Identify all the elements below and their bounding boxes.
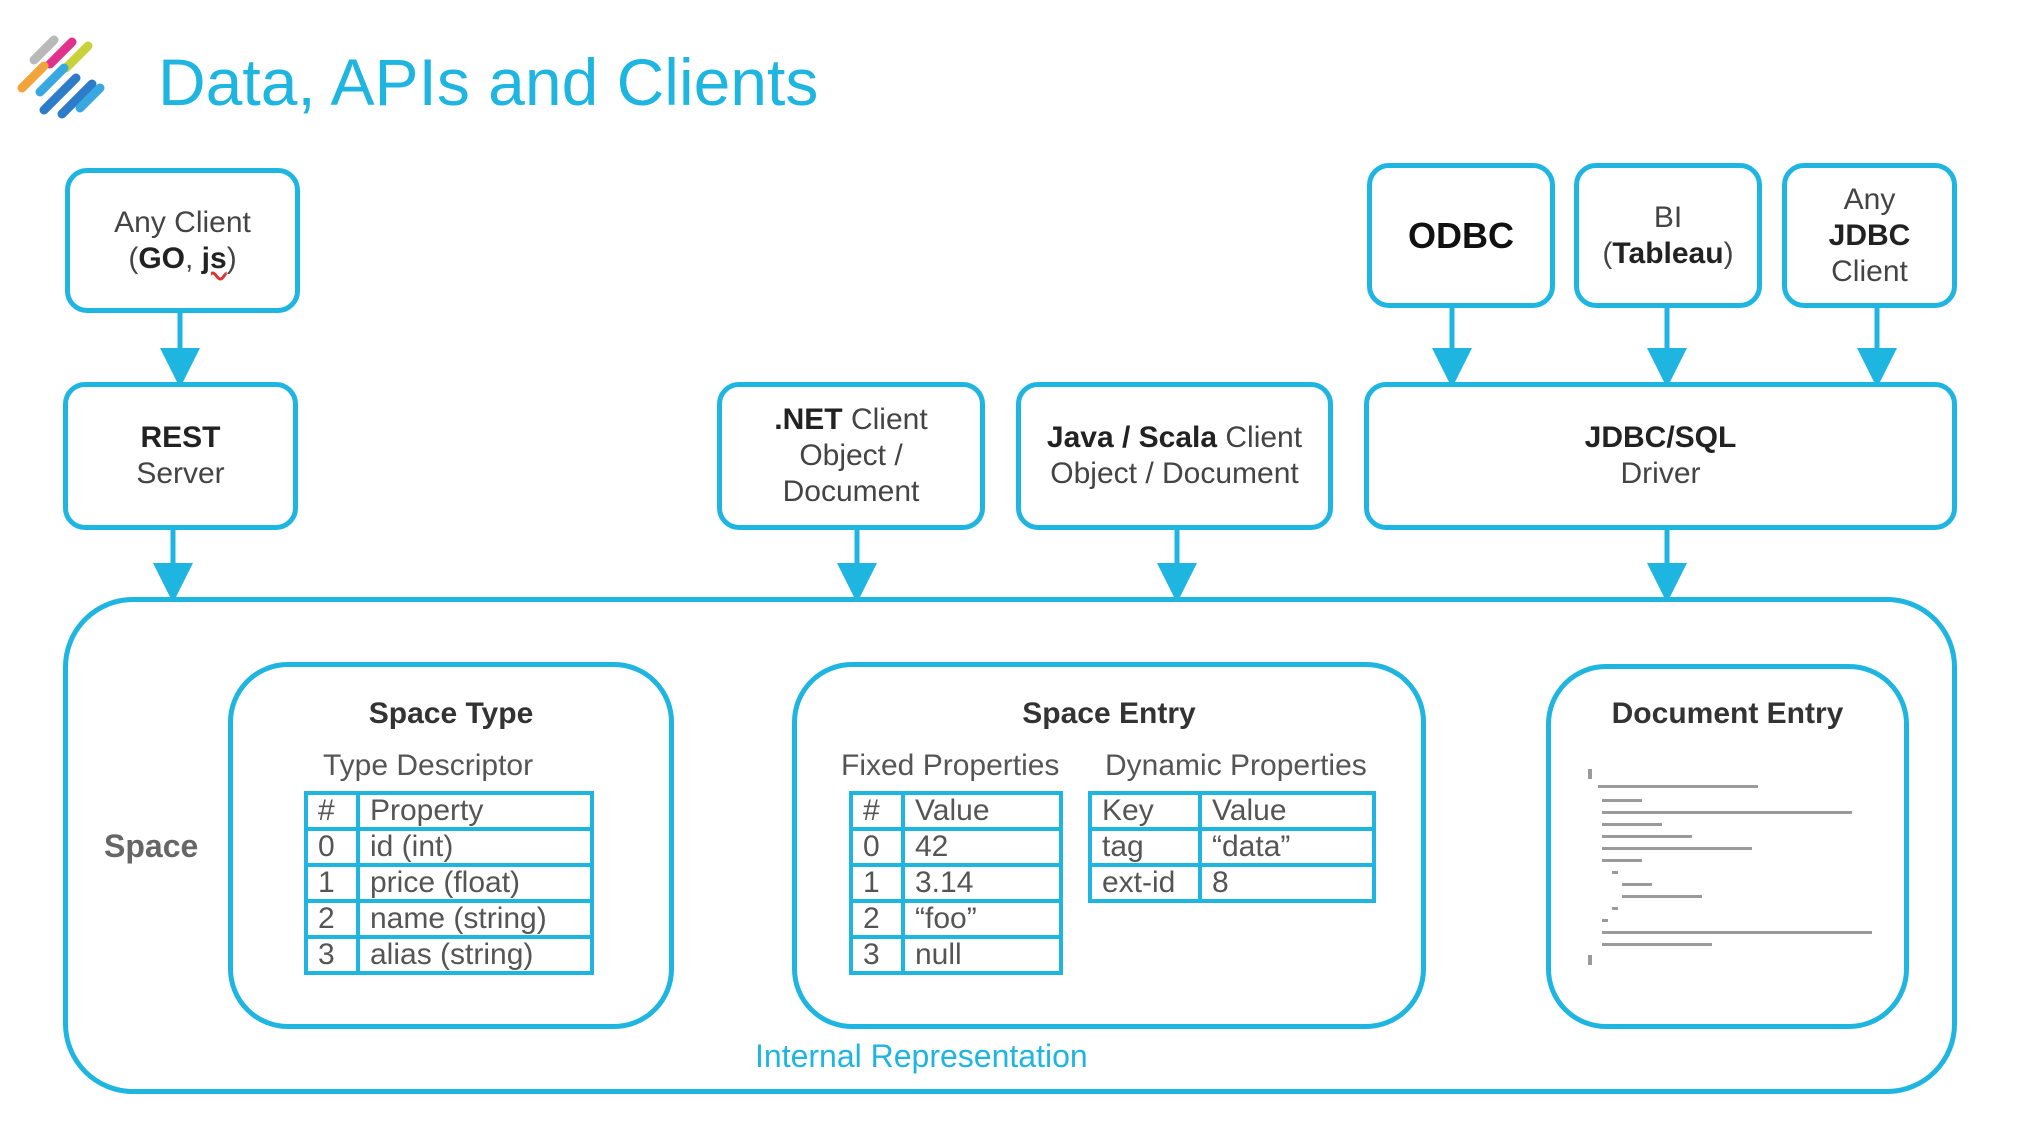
dynamic-properties-label: Dynamic Properties [1105, 749, 1367, 782]
dotnet-line2: Object / [799, 439, 903, 472]
table-cell: Value [901, 791, 1063, 831]
table-cell: 3.14 [901, 863, 1063, 903]
internal-representation-label: Internal Representation [755, 1038, 1088, 1074]
table-cell: 8 [1198, 863, 1376, 903]
rest-server-box: REST Server [63, 382, 298, 530]
dotnet-line3: Document [782, 475, 920, 508]
fixed-properties-label: Fixed Properties [841, 749, 1060, 782]
table-row: #Property [304, 791, 594, 831]
dotnet-client-box: .NET Client Object / Document [717, 382, 985, 530]
table-cell: price (float) [356, 863, 594, 903]
java-client-box: Java / Scala Client Object / Document [1016, 382, 1333, 530]
rest-label: REST [140, 421, 221, 454]
bi-box: BI (Tableau) [1574, 163, 1762, 308]
table-cell: “data” [1198, 827, 1376, 867]
table-cell: # [304, 791, 360, 831]
any-client-box: Any Client (GO, js) [65, 168, 300, 313]
space-entry-title: Space Entry [1022, 697, 1196, 730]
table-cell: 2 [849, 899, 905, 939]
table-cell: 42 [901, 827, 1063, 867]
table-cell: Key [1088, 791, 1202, 831]
odbc-box: ODBC [1367, 163, 1555, 308]
bi-tool: (Tableau) [1602, 236, 1734, 270]
document-json-preview [1588, 769, 1872, 965]
java-line1: Java / Scala Client [1046, 421, 1303, 454]
table-row: 2“foo” [849, 899, 1063, 939]
table-cell: 1 [849, 863, 905, 903]
table-cell: name (string) [356, 899, 594, 939]
table-cell: # [849, 791, 905, 831]
any-jdbc-line1: Any [1843, 182, 1896, 216]
dotnet-line1: .NET Client [774, 403, 928, 436]
jdbc-driver-line1: JDBC/SQL [1584, 421, 1737, 454]
jdbc-driver-line2: Driver [1620, 457, 1701, 490]
java-line2: Object / Document [1050, 457, 1299, 490]
table-cell: alias (string) [356, 935, 594, 975]
table-row: tag“data” [1088, 827, 1376, 867]
any-client-langs: (GO, js) [128, 241, 237, 275]
logo-icon [17, 35, 105, 119]
any-jdbc-box: Any JDBC Client [1782, 163, 1957, 308]
table-cell: tag [1088, 827, 1202, 867]
space-type-title: Space Type [368, 697, 534, 730]
table-cell: 2 [304, 899, 360, 939]
table-cell: 0 [304, 827, 360, 867]
table-cell: 3 [304, 935, 360, 975]
any-jdbc-line3: Client [1831, 254, 1908, 288]
table-cell: 1 [304, 863, 360, 903]
page-title: Data, APIs and Clients [158, 45, 819, 119]
document-entry-panel [1546, 664, 1909, 1029]
table-cell: id (int) [356, 827, 594, 867]
table-cell: ext-id [1088, 863, 1202, 903]
bi-label: BI [1653, 200, 1683, 234]
any-client-label: Any Client [114, 205, 251, 239]
table-cell: 0 [849, 827, 905, 867]
table-cell: null [901, 935, 1063, 975]
rest-server-label: Server [136, 457, 225, 490]
table-cell: Value [1198, 791, 1376, 831]
any-jdbc-line2: JDBC [1828, 218, 1911, 252]
space-label: Space [104, 828, 199, 864]
table-cell: 3 [849, 935, 905, 975]
table-cell: “foo” [901, 899, 1063, 939]
table-cell: Property [356, 791, 594, 831]
jdbc-driver-box: JDBC/SQL Driver [1364, 382, 1957, 530]
document-entry-title: Document Entry [1611, 697, 1844, 730]
type-descriptor-label: Type Descriptor [323, 749, 534, 782]
odbc-label: ODBC [1408, 214, 1514, 256]
table-row: #Value [849, 791, 1063, 831]
